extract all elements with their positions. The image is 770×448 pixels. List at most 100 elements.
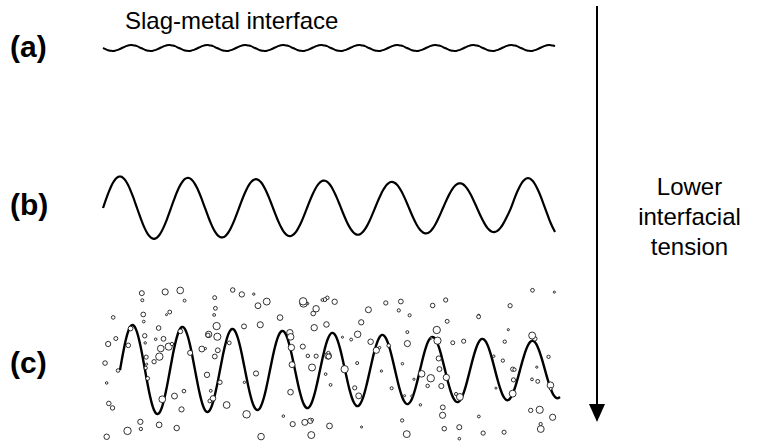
heading-label: Slag-metal interface (125, 8, 338, 34)
bubble (139, 427, 142, 430)
bubble (537, 426, 544, 433)
bubble (243, 381, 245, 383)
bubble (390, 387, 393, 390)
bubble (501, 359, 504, 362)
bubble (106, 341, 111, 346)
bubble (204, 372, 209, 377)
bubble (547, 355, 550, 358)
bubble (282, 415, 285, 418)
bubble (141, 312, 146, 317)
bubble (403, 431, 410, 438)
bubble (411, 395, 413, 397)
bubble (513, 368, 516, 371)
bubble (413, 378, 415, 380)
bubble (356, 362, 359, 365)
wave-group (103, 45, 560, 414)
bubble (107, 401, 112, 406)
bubble (213, 314, 216, 317)
panel-label: (a) (10, 30, 47, 63)
bubble (427, 375, 434, 382)
bubble (536, 366, 538, 368)
bubble (308, 432, 315, 439)
bubble (239, 292, 244, 297)
bubble (242, 324, 247, 329)
bubble (289, 362, 295, 368)
bubble (430, 337, 432, 339)
bubble (255, 303, 261, 309)
bubble (404, 395, 406, 397)
bubble (179, 407, 184, 412)
bubble (152, 360, 156, 364)
bubble (174, 425, 179, 430)
bubble (114, 337, 118, 341)
bubble (406, 331, 409, 334)
bubble (288, 389, 294, 395)
bubble (477, 315, 481, 319)
bubble (456, 394, 463, 401)
bubble (321, 299, 324, 302)
bubble (553, 291, 555, 293)
bubble (495, 387, 497, 389)
bubble (213, 306, 217, 310)
bubble (324, 322, 330, 328)
bubble (227, 341, 231, 345)
bubble (439, 383, 444, 388)
bubble (154, 338, 157, 341)
bubble (418, 371, 425, 378)
bubble-group (103, 287, 556, 440)
bubble (309, 364, 316, 371)
bubble (124, 427, 131, 434)
bubble (172, 393, 178, 399)
bubble (314, 354, 318, 358)
bubble (159, 396, 166, 403)
bubble (156, 353, 163, 360)
bubble (111, 316, 115, 320)
bubble (365, 307, 371, 313)
bubble (529, 408, 533, 412)
bubble (354, 331, 361, 338)
bubble (353, 386, 357, 390)
bubble (531, 378, 534, 381)
bubble (462, 339, 466, 343)
bubble (210, 396, 216, 402)
bubble (332, 299, 337, 304)
bubble (324, 373, 327, 376)
bubble (178, 329, 183, 334)
bubble (458, 437, 461, 440)
direction-arrow (596, 6, 598, 420)
bubble (277, 315, 283, 321)
bubble (290, 422, 295, 427)
bubble (511, 378, 515, 382)
bubble (477, 415, 480, 418)
bubble (165, 314, 167, 316)
bubble (144, 342, 146, 344)
bubble (380, 370, 382, 372)
bubble (243, 411, 251, 419)
wave-a (103, 45, 555, 51)
bubble (213, 322, 220, 329)
bubble (378, 346, 380, 348)
bubble (426, 384, 430, 388)
bubble (253, 371, 258, 376)
bubble (213, 296, 217, 300)
bubble (503, 340, 506, 343)
bubble (214, 333, 221, 340)
bubble (257, 322, 263, 328)
bubble (199, 346, 205, 352)
bubble (408, 314, 411, 317)
bubble (539, 422, 542, 425)
bubble (508, 304, 512, 308)
wave-b (103, 177, 555, 239)
bubble (401, 419, 404, 422)
bubble (183, 299, 186, 302)
bubble (536, 406, 543, 413)
bubble (302, 419, 308, 425)
bubble (434, 337, 441, 344)
bubble (550, 414, 556, 420)
bubble (430, 303, 435, 308)
bubble (103, 361, 108, 366)
bubble (223, 402, 230, 409)
bubble (445, 319, 449, 323)
bubble (437, 367, 442, 372)
